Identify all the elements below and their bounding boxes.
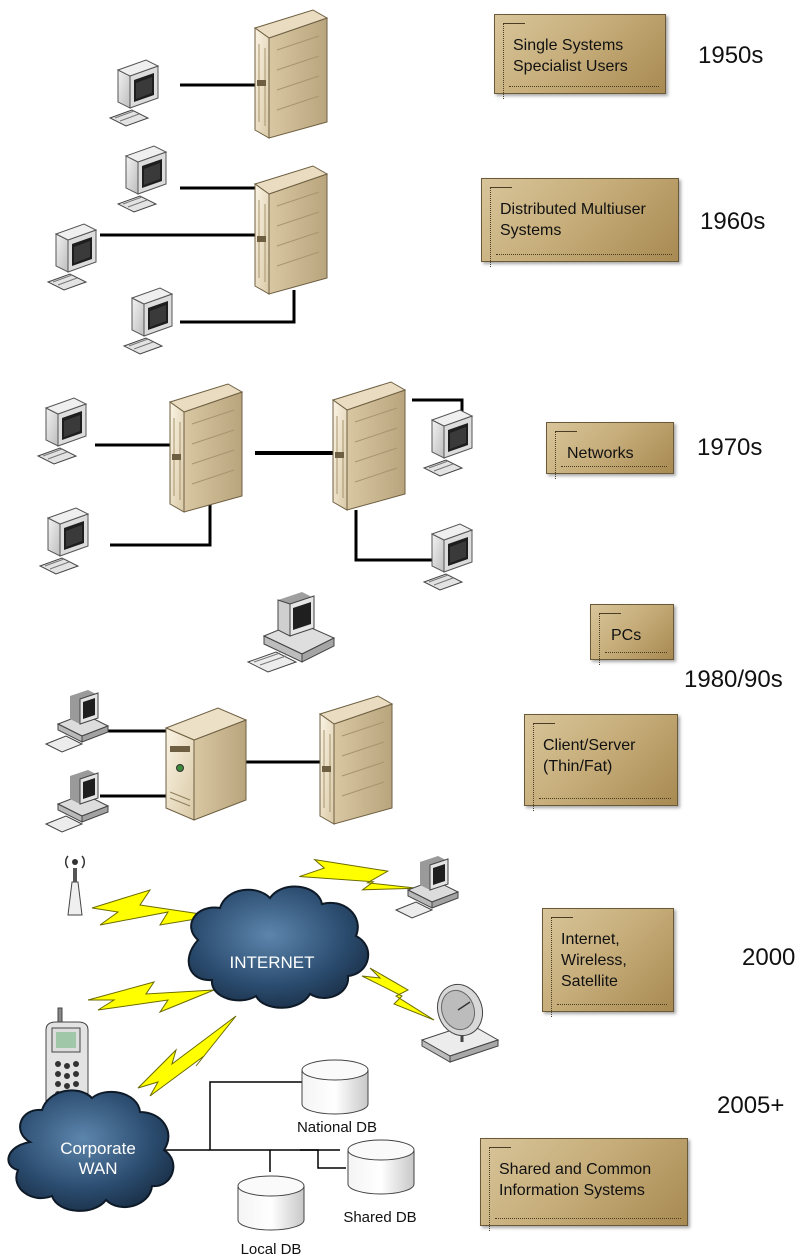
internet-cloud-icon: INTERNET bbox=[187, 885, 370, 1009]
local-db-label: Local DB bbox=[241, 1241, 302, 1258]
era-label-2000: Internet, Wireless, Satellite bbox=[561, 931, 627, 990]
satellite-dish-icon bbox=[420, 983, 500, 1063]
era-pcs-illustration bbox=[247, 591, 335, 673]
national-db-icon: National DB bbox=[297, 1059, 377, 1136]
shared-db-icon: Shared DB bbox=[343, 1139, 417, 1226]
era-label-1970s: Networks bbox=[567, 445, 634, 462]
internet-label: INTERNET bbox=[230, 953, 315, 972]
era-year-2000: 2000 bbox=[742, 944, 796, 971]
era-box-pcs: PCs bbox=[590, 604, 674, 665]
era-year-1980s: 1980/90s bbox=[684, 666, 783, 693]
era-box-1960s: Distributed Multiuser Systems bbox=[481, 178, 679, 267]
local-db-icon: Local DB bbox=[237, 1175, 305, 1258]
era-clientserver-illustration bbox=[45, 689, 393, 833]
era-year-1970s: 1970s bbox=[697, 434, 763, 461]
era-label-pcs: PCs bbox=[611, 627, 642, 644]
era-box-1970s: Networks bbox=[546, 422, 674, 479]
era-box-1950s: Single Systems Specialist Users bbox=[494, 14, 666, 99]
era-year-1960s: 1960s bbox=[700, 208, 766, 235]
era-1950s-illustration bbox=[109, 9, 328, 139]
era-shared-illustration: Corporate WAN National DB Shared DB Loca… bbox=[7, 1059, 417, 1258]
era-label-clientserver: Client/Server (Thin/Fat) bbox=[543, 737, 636, 775]
corporate-wan-label-line2: WAN bbox=[78, 1159, 117, 1178]
era-label-1960s: Distributed Multiuser Systems bbox=[500, 201, 646, 239]
era-internet-illustration: INTERNET bbox=[45, 855, 500, 1113]
era-label-2005: Shared and Common Information Systems bbox=[499, 1161, 652, 1199]
national-db-label: National DB bbox=[297, 1119, 377, 1136]
era-year-1950s: 1950s bbox=[698, 42, 764, 69]
shared-db-label: Shared DB bbox=[343, 1209, 416, 1226]
corporate-wan-cloud-icon: Corporate WAN bbox=[7, 1089, 175, 1212]
era-year-2005: 2005+ bbox=[717, 1092, 785, 1119]
era-box-clientserver: Client/Server (Thin/Fat) bbox=[524, 714, 678, 811]
era-label-1950s: Single Systems Specialist Users bbox=[513, 37, 628, 75]
era-box-2000: Internet, Wireless, Satellite bbox=[542, 908, 674, 1017]
wireless-antenna-icon bbox=[64, 855, 86, 916]
corporate-wan-label-line1: Corporate bbox=[60, 1139, 136, 1158]
era-box-2005: Shared and Common Information Systems bbox=[480, 1138, 688, 1231]
era-1970s-illustration bbox=[37, 381, 473, 591]
era-1960s-illustration bbox=[47, 145, 328, 355]
